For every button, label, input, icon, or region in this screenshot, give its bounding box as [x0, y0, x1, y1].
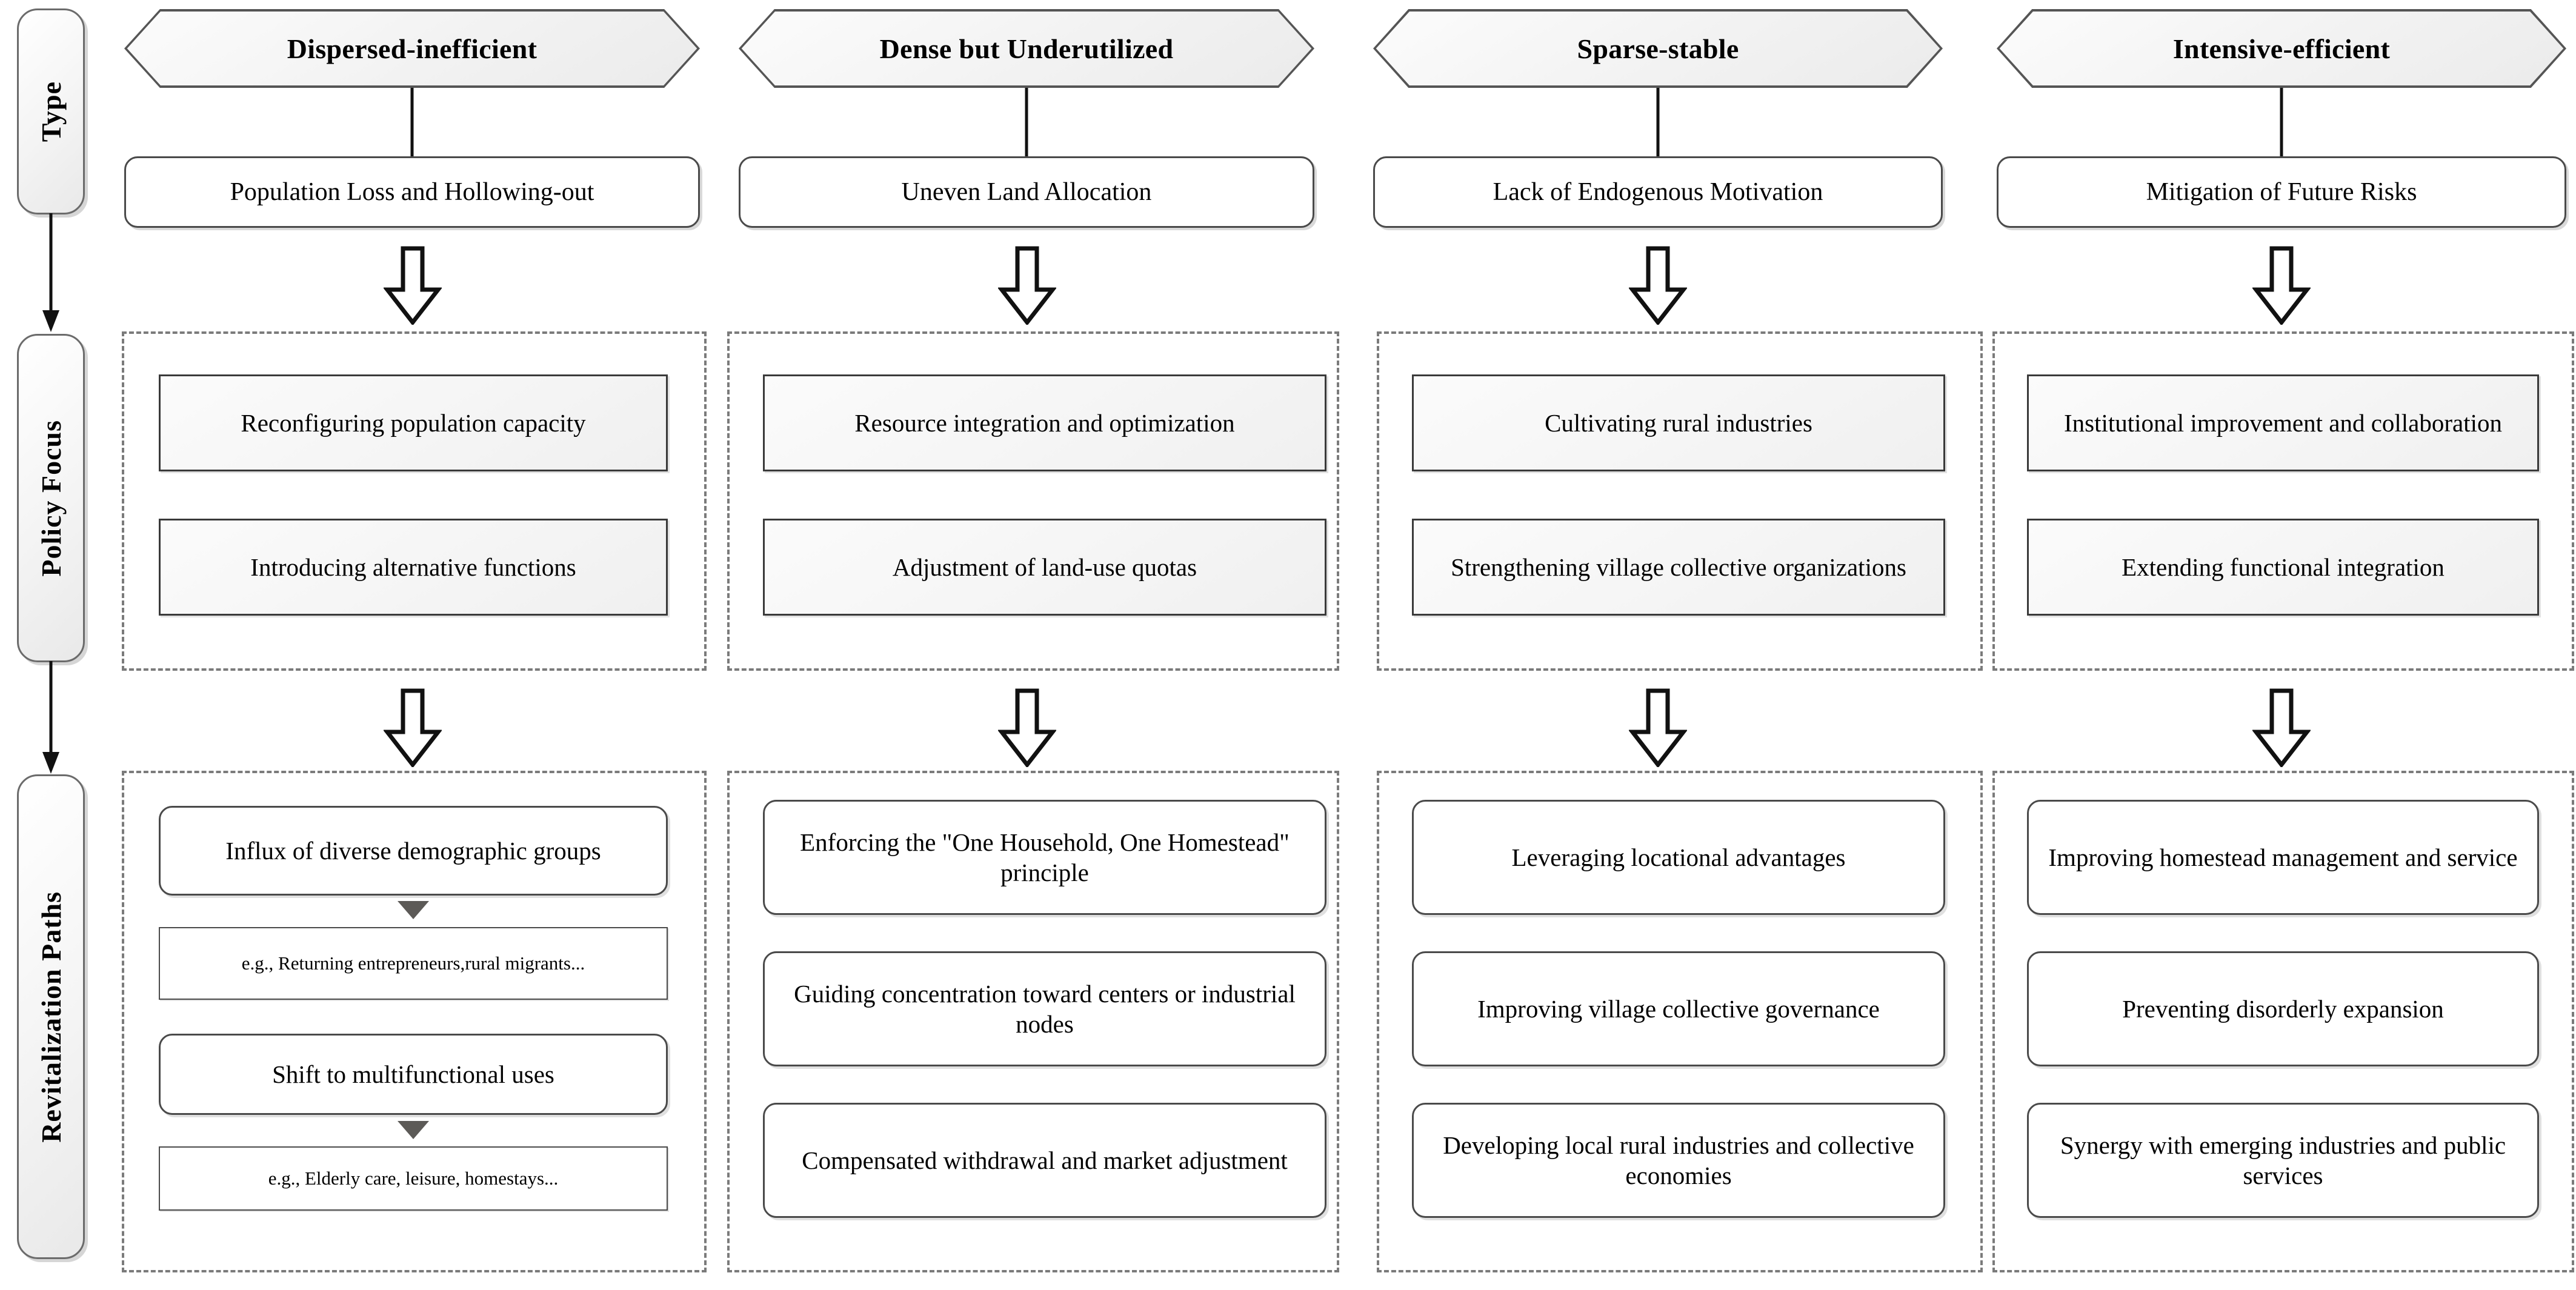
problem-box-col2: Uneven Land Allocation [739, 156, 1314, 228]
path-box-col1-0: Influx of diverse demographic groups [159, 806, 668, 896]
path-label-col3-2: Developing local rural industries and co… [1443, 1131, 1914, 1189]
problem-box-col4: Mitigation of Future Risks [1997, 156, 2566, 228]
path-box-col3-1: Improving village collective governance [1412, 951, 1945, 1066]
type-label-col3: Sparse-stable [1577, 33, 1739, 64]
path-box-col4-1: Preventing disorderly expansion [2027, 951, 2539, 1066]
focus-label-col4-1: Extending functional integration [2122, 553, 2445, 581]
rail-arrow-type-to-policy [42, 213, 59, 332]
focus-label-col3-1: Strengthening village collective organiz… [1451, 553, 1906, 581]
type-label-col1: Dispersed-inefficient [287, 33, 537, 64]
problem-label-col1: Population Loss and Hollowing-out [230, 178, 594, 206]
hexagon-outline [124, 9, 700, 88]
policy-group-col3 [1377, 331, 1983, 671]
focus-box-col2-0: Resource integration and optimization [763, 374, 1326, 471]
connector-line-col1 [410, 88, 414, 161]
hexagon-outline [739, 9, 1314, 88]
focus-box-col4-1: Extending functional integration [2027, 519, 2539, 616]
connector-line-col4 [2280, 88, 2283, 161]
path-label-col3-0: Leveraging locational advantages [1511, 843, 1846, 871]
tri-arrow-col1-0 [398, 901, 429, 919]
path-box-col1-3: e.g., Elderly care, leisure, homestays..… [159, 1146, 668, 1211]
type-hexagon-col1: Dispersed-inefficient [124, 9, 700, 88]
paths-group-col3 [1377, 771, 1983, 1272]
path-box-col3-0: Leveraging locational advantages [1412, 800, 1945, 915]
focus-box-col1-0: Reconfiguring population capacity [159, 374, 668, 471]
type-hexagon-col4: Intensive-efficient [1997, 9, 2566, 88]
path-label-col1-2: Shift to multifunctional uses [272, 1060, 554, 1088]
policy-group-col1 [122, 331, 707, 671]
problem-box-col1: Population Loss and Hollowing-out [124, 156, 700, 228]
paths-group-col2 [727, 771, 1339, 1272]
problem-label-col4: Mitigation of Future Risks [2146, 178, 2417, 206]
path-box-col3-2: Developing local rural industries and co… [1412, 1103, 1945, 1218]
focus-box-col3-1: Strengthening village collective organiz… [1412, 519, 1945, 616]
paths-group-col4 [1992, 771, 2574, 1272]
block-arrow-col4-paths [2252, 688, 2311, 767]
focus-box-col1-1: Introducing alternative functions [159, 519, 668, 616]
block-arrow-col3-paths [1629, 688, 1687, 767]
focus-label-col2-1: Adjustment of land-use quotas [892, 553, 1197, 581]
path-box-col1-2: Shift to multifunctional uses [159, 1034, 668, 1115]
path-label-col2-2: Compensated withdrawal and market adjust… [802, 1146, 1288, 1174]
path-label-col4-0: Improving homestead management and servi… [2048, 843, 2518, 871]
path-label-col3-1: Improving village collective governance [1477, 994, 1880, 1023]
tri-arrow-col1-1 [398, 1121, 429, 1139]
type-label-col2: Dense but Underutilized [879, 33, 1174, 64]
path-box-col1-1: e.g., Returning entrepreneurs,rural migr… [159, 927, 668, 1000]
block-arrow-col3-policy [1629, 246, 1687, 325]
rail-label-revitalization-paths-text: Revitalization Paths [35, 891, 67, 1143]
focus-box-col4-0: Institutional improvement and collaborat… [2027, 374, 2539, 471]
problem-label-col3: Lack of Endogenous Motivation [1493, 178, 1823, 206]
problem-label-col2: Uneven Land Allocation [901, 178, 1152, 206]
policy-group-col2 [727, 331, 1339, 671]
path-label-col2-1: Guiding concentration toward centers or … [794, 979, 1296, 1038]
focus-label-col1-1: Introducing alternative functions [250, 553, 576, 581]
rail-label-policy-focus-text: Policy Focus [35, 419, 67, 577]
block-arrow-col4-policy [2252, 246, 2311, 325]
path-label-col1-3: e.g., Elderly care, leisure, homestays..… [268, 1168, 559, 1189]
connector-line-col2 [1025, 88, 1028, 161]
type-label-col4: Intensive-efficient [2172, 33, 2391, 64]
paths-group-col1 [122, 771, 707, 1272]
type-hexagon-col2: Dense but Underutilized [739, 9, 1314, 88]
path-label-col1-0: Influx of diverse demographic groups [225, 836, 601, 865]
focus-label-col3-0: Cultivating rural industries [1545, 408, 1812, 437]
path-box-col4-2: Synergy with emerging industries and pub… [2027, 1103, 2539, 1218]
focus-box-col3-0: Cultivating rural industries [1412, 374, 1945, 471]
block-arrow-col2-policy [998, 246, 1056, 325]
focus-box-col2-1: Adjustment of land-use quotas [763, 519, 1326, 616]
path-label-col2-0: Enforcing the "One Household, One Homest… [800, 828, 1290, 886]
path-box-col4-0: Improving homestead management and servi… [2027, 800, 2539, 915]
hexagon-outline [1997, 9, 2566, 88]
rail-label-type-text: Type [35, 81, 67, 142]
focus-label-col4-0: Institutional improvement and collaborat… [2063, 408, 2503, 437]
rail-arrow-policy-to-paths [42, 661, 59, 774]
block-arrow-col1-policy [384, 246, 442, 325]
block-arrow-col1-paths [384, 688, 442, 767]
focus-label-col1-0: Reconfiguring population capacity [241, 408, 586, 437]
focus-label-col2-0: Resource integration and optimization [854, 408, 1235, 437]
hexagon-outline [1373, 9, 1943, 88]
rail-label-revitalization-paths: Revitalization Paths [17, 774, 85, 1259]
policy-group-col4 [1992, 331, 2574, 671]
problem-box-col3: Lack of Endogenous Motivation [1373, 156, 1943, 228]
path-box-col2-0: Enforcing the "One Household, One Homest… [763, 800, 1326, 915]
path-box-col2-1: Guiding concentration toward centers or … [763, 951, 1326, 1066]
type-hexagon-col3: Sparse-stable [1373, 9, 1943, 88]
rail-label-type: Type [17, 8, 85, 214]
block-arrow-col2-paths [998, 688, 1056, 767]
path-box-col2-2: Compensated withdrawal and market adjust… [763, 1103, 1326, 1218]
rail-label-policy-focus: Policy Focus [17, 334, 85, 662]
path-label-col4-2: Synergy with emerging industries and pub… [2060, 1131, 2506, 1189]
path-label-col1-1: e.g., Returning entrepreneurs,rural migr… [241, 953, 585, 974]
connector-line-col3 [1656, 88, 1660, 161]
path-label-col4-1: Preventing disorderly expansion [2122, 994, 2444, 1023]
